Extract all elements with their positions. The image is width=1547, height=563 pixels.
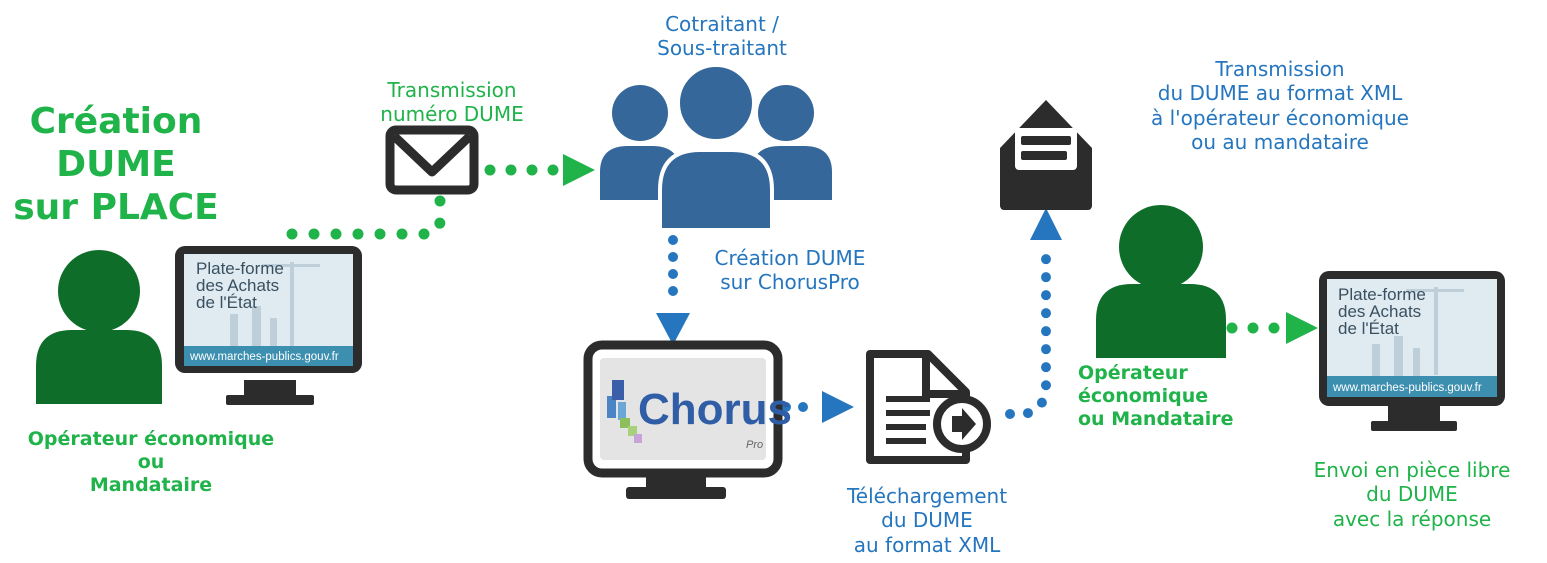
place-right-url: www.marches-publics.gouv.fr bbox=[1332, 382, 1482, 394]
place-right-line1: Plate-forme bbox=[1338, 285, 1426, 304]
place-left-line2: des Achats bbox=[196, 276, 279, 295]
person-right-icon bbox=[1096, 205, 1226, 358]
place-left-line3: de l'État bbox=[196, 293, 257, 312]
place-right-line3: de l'État bbox=[1338, 319, 1399, 338]
connectors bbox=[286, 154, 1318, 423]
monitor-chorus bbox=[583, 340, 783, 499]
chorus-logo-icon bbox=[607, 380, 642, 443]
open-envelope-icon bbox=[1000, 100, 1092, 210]
label-telechargement: Téléchargement du DUME au format XML bbox=[846, 484, 1008, 557]
envelope-icon bbox=[385, 125, 479, 195]
label-transmission-numero: Transmission numéro DUME bbox=[380, 78, 524, 127]
label-cotraitant: Cotraitant / Sous-traitant bbox=[657, 12, 787, 61]
connector-place-to-envelope bbox=[286, 184, 446, 240]
label-operateur-left: Opérateur économique ou Mandataire bbox=[27, 428, 275, 497]
chorus-pro: Pro bbox=[746, 439, 763, 451]
person-left-icon bbox=[36, 250, 162, 404]
label-creation-choruspro: Création DUME sur ChorusPro bbox=[714, 246, 866, 295]
place-left-line1: Plate-forme bbox=[196, 259, 284, 278]
arrow-to-group bbox=[563, 154, 595, 186]
place-left-url: www.marches-publics.gouv.fr bbox=[189, 351, 339, 363]
label-envoi: Envoi en pièce libre du DUME avec la rép… bbox=[1313, 458, 1511, 531]
chorus-brand: Chorus bbox=[638, 385, 792, 434]
monitor-place-left bbox=[175, 246, 362, 405]
arrow-to-monitor bbox=[1286, 312, 1318, 344]
document-download-icon bbox=[866, 350, 991, 464]
arrow-to-document bbox=[822, 391, 854, 423]
users-group-icon bbox=[600, 63, 832, 232]
connector-document-to-mail bbox=[1005, 241, 1051, 420]
arrow-to-chorus bbox=[656, 313, 690, 345]
label-transmission-xml: Transmission du DUME au format XML à l'o… bbox=[1151, 57, 1409, 155]
arrow-to-mail bbox=[1030, 208, 1062, 240]
monitor-place-right bbox=[1319, 271, 1505, 431]
place-right-line2: des Achats bbox=[1338, 302, 1421, 321]
label-operateur-right: Opérateur économique ou Mandataire bbox=[1078, 362, 1234, 431]
diagram-title: Création DUME sur PLACE bbox=[13, 101, 219, 229]
